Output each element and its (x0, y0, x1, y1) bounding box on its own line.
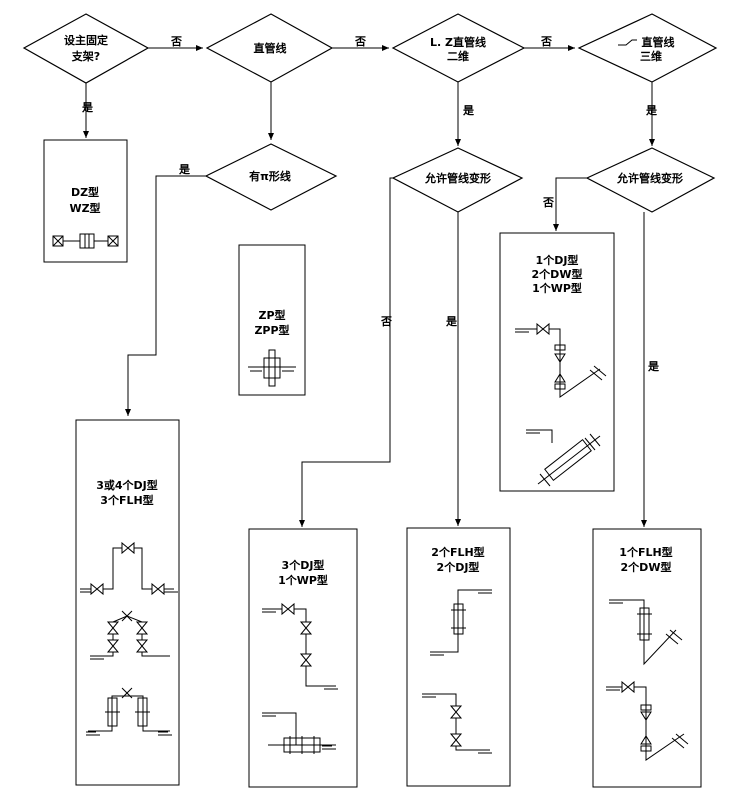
edge-label-yes: 是 (462, 104, 475, 117)
decision-lz-2d-line1: L. Z直管线 (430, 35, 486, 49)
edge-label-yes: 是 (645, 104, 658, 117)
result-zp-line1: ZP型 (258, 308, 285, 322)
result-dj-flh-line1: 3或4个DJ型 (96, 478, 158, 492)
edge-labels: 否 否 否 是 是 是 是 否 是 否 是 (81, 35, 660, 373)
result-flh-dj-line1: 2个FLH型 (431, 545, 484, 559)
result-dj-dw-wp-line1: 1个DJ型 (536, 253, 579, 267)
decision-straight-pipe: 直管线 (205, 13, 334, 83)
decision-main-support-line1: 设主固定 (64, 33, 108, 47)
decision-straight-pipe-label: 直管线 (254, 41, 287, 55)
double-loop-drawing (89, 610, 170, 660)
flh-l-pipe-drawing (429, 589, 493, 656)
flh-loop-drawing (85, 687, 173, 736)
decision-allow-deform-2d-label: 允许管线变形 (424, 171, 491, 185)
z-shape-icon (618, 39, 637, 46)
wp-3d-drawing (525, 429, 601, 487)
edge-label-no: 否 (380, 315, 392, 328)
pi-loop-drawing (79, 542, 179, 595)
decision-allow-deform-2d: 允许管线变形 (391, 147, 524, 213)
result-box-zp: ZP型 ZPP型 (238, 244, 306, 396)
result-dz-line1: DZ型 (71, 185, 99, 199)
result-flh-dw-line1: 1个FLH型 (619, 545, 672, 559)
result-dj-dw-wp-line2: 2个DW型 (532, 267, 583, 281)
decision-has-pi: 有π形线 (204, 143, 338, 211)
decision-has-pi-label: 有π形线 (249, 169, 291, 183)
decision-allow-deform-3d: 允许管线变形 (585, 147, 716, 213)
decision-z-3d: 直管线 三维 (577, 13, 718, 83)
dj-z-pipe-drawing (421, 693, 493, 754)
result-box-dj-wp: 3个DJ型 1个WP型 (248, 528, 358, 788)
result-dj-dw-wp-line3: 1个WP型 (532, 281, 582, 295)
edge-label-no: 否 (540, 35, 552, 48)
decision-z-3d-line2: 三维 (640, 49, 662, 63)
decision-lz-2d: L. Z直管线 二维 (391, 13, 526, 83)
edge-label-yes: 是 (81, 101, 94, 114)
result-dj-wp-line2: 1个WP型 (278, 573, 328, 587)
dz-joint-drawing (52, 233, 119, 249)
decision-allow-deform-3d-label: 允许管线变形 (616, 171, 683, 185)
result-box-dj-dw-wp: 1个DJ型 2个DW型 1个WP型 (499, 232, 615, 492)
wp-drawing (261, 712, 337, 754)
edge-label-no: 否 (170, 35, 182, 48)
result-dz-line2: WZ型 (69, 201, 100, 215)
result-flh-dw-line2: 2个DW型 (621, 560, 672, 574)
edge-label-no: 否 (542, 196, 554, 209)
result-dj-wp-line1: 3个DJ型 (282, 558, 325, 572)
decision-main-support: 设主固定 支架? (22, 13, 150, 84)
edge-label-yes: 是 (647, 360, 660, 373)
edge-label-yes: 是 (178, 163, 191, 176)
decision-main-support-line2: 支架? (71, 49, 100, 63)
result-box-flh-dw: 1个FLH型 2个DW型 (592, 528, 702, 788)
result-flh-dj-line2: 2个DJ型 (437, 560, 480, 574)
edge-label-no: 否 (354, 35, 366, 48)
result-box-flh-dj: 2个FLH型 2个DJ型 (406, 527, 511, 787)
result-dj-flh-line2: 3个FLH型 (100, 493, 153, 507)
result-box-dj-flh: 3或4个DJ型 3个FLH型 (75, 419, 180, 786)
connectors (83, 45, 655, 527)
edge-label-yes: 是 (445, 315, 458, 328)
dj-l-pipe-drawing (261, 603, 339, 690)
decision-lz-2d-line2: 二维 (447, 49, 469, 63)
result-box-dz: DZ型 WZ型 (43, 139, 128, 263)
dj-dw-3d-drawing (514, 323, 607, 398)
dw-3d-drawing (605, 681, 689, 761)
zp-joint-drawing (248, 349, 296, 387)
decision-z-3d-line1: 直管线 (642, 35, 675, 49)
result-zp-line2: ZPP型 (254, 323, 289, 337)
flh-3d-drawing (608, 599, 683, 666)
